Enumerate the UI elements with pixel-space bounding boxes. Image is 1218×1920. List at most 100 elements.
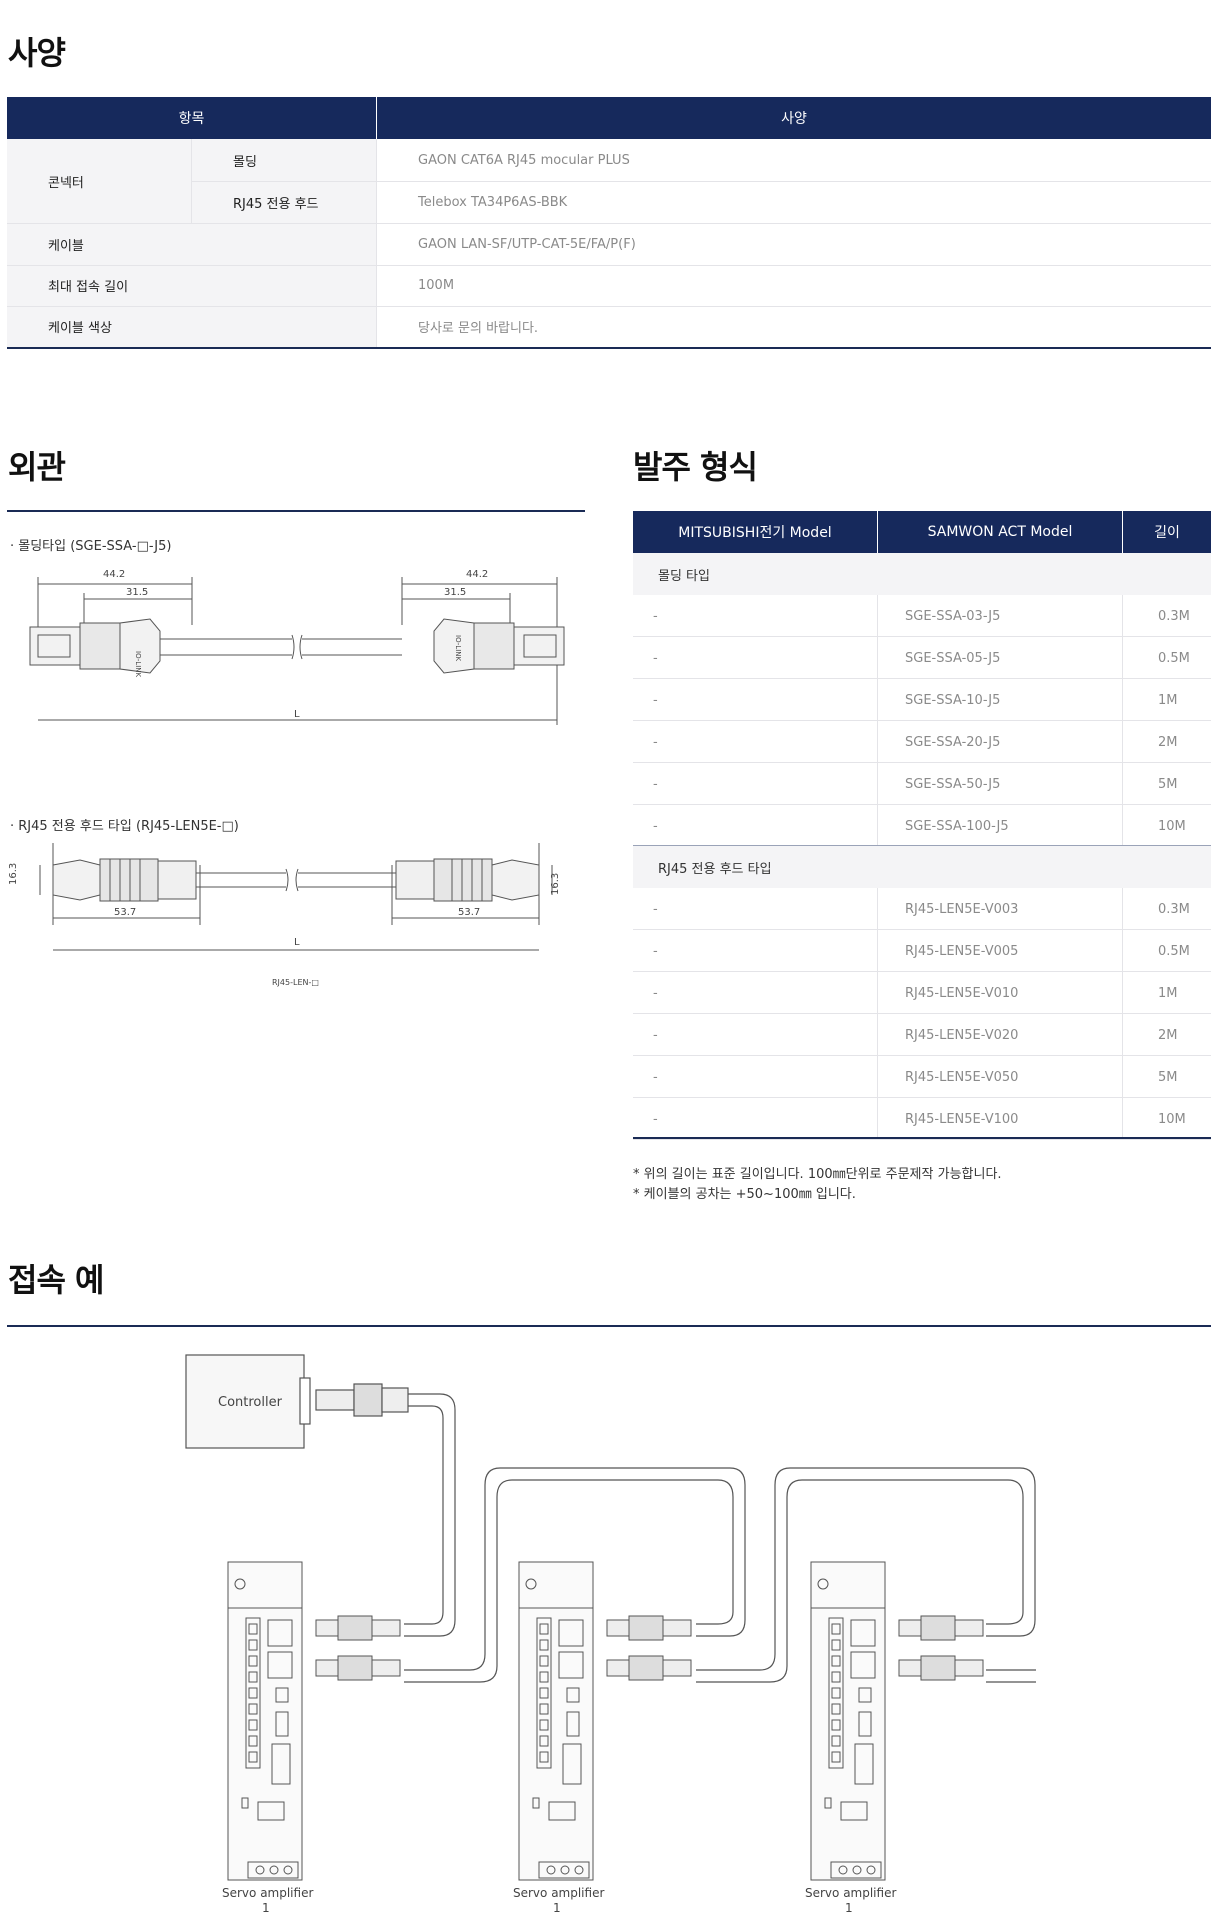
spec-header-item: 항목 bbox=[7, 97, 376, 139]
order-row: - RJ45-LEN5E-V010 1M bbox=[633, 972, 1211, 1014]
servo-amplifier bbox=[227, 1561, 401, 1881]
order-cell-length: 2M bbox=[1158, 1027, 1178, 1043]
servo-amplifier-number: 1 bbox=[262, 1901, 270, 1915]
dim-44-right: 44.2 bbox=[466, 569, 488, 580]
order-cell-length: 0.3M bbox=[1158, 608, 1190, 624]
servo-amplifier-number: 1 bbox=[553, 1901, 561, 1915]
order-cell-mitsubishi: - bbox=[653, 776, 658, 792]
order-row: - SGE-SSA-20-J5 2M bbox=[633, 721, 1211, 763]
order-group-molding: 몰딩 타입 bbox=[633, 553, 1211, 595]
order-cell-samwon: SGE-SSA-10-J5 bbox=[905, 692, 1001, 708]
order-cell-samwon: SGE-SSA-03-J5 bbox=[905, 608, 1001, 624]
hood-cable-drawing bbox=[39, 843, 553, 951]
servo-amplifier-number: 1 bbox=[845, 1901, 853, 1915]
order-cell-mitsubishi: - bbox=[653, 985, 658, 1001]
order-cell-length: 2M bbox=[1158, 734, 1178, 750]
order-header-mitsubishi: MITSUBISHI전기 Model bbox=[633, 511, 877, 553]
servo-amplifier bbox=[810, 1561, 984, 1881]
dim-16-right: 16.3 bbox=[550, 873, 561, 895]
spec-value-color: 당사로 문의 바랍니다. bbox=[418, 321, 539, 336]
order-note-1: * 위의 길이는 표준 길이입니다. 100㎜단위로 주문제작 가능합니다. bbox=[633, 1167, 1002, 1182]
order-cell-mitsubishi: - bbox=[653, 818, 658, 834]
servo-amplifier-label: Servo amplifier bbox=[513, 1886, 604, 1900]
spec-value-molding: GAON CAT6A RJ45 mocular PLUS bbox=[418, 152, 630, 168]
order-cell-mitsubishi: - bbox=[653, 1111, 658, 1127]
servo-amplifier-label: Servo amplifier bbox=[805, 1886, 896, 1900]
order-cell-mitsubishi: - bbox=[653, 650, 658, 666]
order-cell-samwon: RJ45-LEN5E-V010 bbox=[905, 985, 1019, 1001]
order-header-length: 길이 bbox=[1123, 511, 1211, 553]
order-row: - SGE-SSA-100-J5 10M bbox=[633, 805, 1211, 847]
servo-amplifier bbox=[518, 1561, 692, 1881]
order-group-hood: RJ45 전용 후드 타입 bbox=[633, 846, 1211, 888]
order-row: - SGE-SSA-10-J5 1M bbox=[633, 679, 1211, 721]
order-cell-samwon: SGE-SSA-50-J5 bbox=[905, 776, 1001, 792]
spec-title: 사양 bbox=[8, 34, 66, 72]
spec-label-connector: 콘넥터 bbox=[48, 175, 84, 191]
order-cell-length: 0.5M bbox=[1158, 650, 1190, 666]
order-cell-samwon: SGE-SSA-20-J5 bbox=[905, 734, 1001, 750]
dim-53-right: 53.7 bbox=[458, 907, 480, 918]
order-cell-samwon: RJ45-LEN5E-V100 bbox=[905, 1111, 1019, 1127]
order-cell-length: 5M bbox=[1158, 1069, 1178, 1085]
spec-label-color: 케이블 색상 bbox=[48, 321, 112, 336]
order-note-2: * 케이블의 공차는 +50~100㎜ 입니다. bbox=[633, 1187, 856, 1202]
order-header-samwon: SAMWON ACT Model bbox=[878, 511, 1122, 553]
order-row: - RJ45-LEN5E-V050 5M bbox=[633, 1056, 1211, 1098]
order-cell-samwon: RJ45-LEN5E-V003 bbox=[905, 901, 1019, 917]
order-row: - RJ45-LEN5E-V005 0.5M bbox=[633, 930, 1211, 972]
dim-31-left: 31.5 bbox=[126, 587, 148, 598]
appearance-type1-label: · 몰딩타입 (SGE-SSA-□-J5) bbox=[10, 539, 172, 554]
order-row: - RJ45-LEN5E-V100 10M bbox=[633, 1098, 1211, 1140]
controller-box bbox=[185, 1354, 305, 1449]
order-cell-length: 0.3M bbox=[1158, 901, 1190, 917]
appearance-drawings: 44.2 31.5 44.2 31.5 L IO-LINK IO-LINK 53… bbox=[8, 569, 565, 987]
dim-31-right: 31.5 bbox=[444, 587, 466, 598]
order-cell-length: 10M bbox=[1158, 818, 1186, 834]
order-cell-mitsubishi: - bbox=[653, 692, 658, 708]
controller-label: Controller bbox=[218, 1395, 283, 1410]
order-cell-samwon: RJ45-LEN5E-V005 bbox=[905, 943, 1019, 959]
servo-amplifier-label: Servo amplifier bbox=[222, 1886, 313, 1900]
order-cell-samwon: RJ45-LEN5E-V020 bbox=[905, 1027, 1019, 1043]
order-title: 발주 형식 bbox=[633, 448, 758, 486]
order-cell-length: 10M bbox=[1158, 1111, 1186, 1127]
order-cell-mitsubishi: - bbox=[653, 608, 658, 624]
spec-label-maxlen: 최대 접속 길이 bbox=[48, 280, 129, 295]
hood-part-caption: RJ45-LEN-□ bbox=[272, 978, 319, 987]
molding-logo-left: IO-LINK bbox=[134, 651, 142, 677]
order-cell-length: 5M bbox=[1158, 776, 1178, 792]
appearance-type2-label: · RJ45 전용 후드 타입 (RJ45-LEN5E-□) bbox=[10, 819, 239, 834]
order-cell-mitsubishi: - bbox=[653, 901, 658, 917]
molding-cable-drawing bbox=[29, 577, 565, 725]
order-row: - RJ45-LEN5E-V003 0.3M bbox=[633, 888, 1211, 930]
spec-label-hood: RJ45 전용 후드 bbox=[233, 196, 319, 212]
appearance-title: 외관 bbox=[8, 448, 66, 486]
order-cell-mitsubishi: - bbox=[653, 734, 658, 750]
order-cell-samwon: RJ45-LEN5E-V050 bbox=[905, 1069, 1019, 1085]
dim-16-left: 16.3 bbox=[8, 863, 19, 885]
order-row: - SGE-SSA-50-J5 5M bbox=[633, 763, 1211, 805]
spec-label-molding: 몰딩 bbox=[233, 154, 257, 170]
order-cell-mitsubishi: - bbox=[653, 1069, 658, 1085]
order-cell-length: 0.5M bbox=[1158, 943, 1190, 959]
order-cell-mitsubishi: - bbox=[653, 1027, 658, 1043]
spec-value-maxlen: 100M bbox=[418, 278, 455, 293]
molding-logo-right: IO-LINK bbox=[454, 635, 462, 661]
order-row: - SGE-SSA-03-J5 0.3M bbox=[633, 595, 1211, 637]
connection-title: 접속 예 bbox=[8, 1261, 104, 1299]
dim-53-left: 53.7 bbox=[114, 907, 136, 918]
order-cell-mitsubishi: - bbox=[653, 943, 658, 959]
order-cell-length: 1M bbox=[1158, 985, 1178, 1001]
order-row: - RJ45-LEN5E-V020 2M bbox=[633, 1014, 1211, 1056]
spec-value-cable: GAON LAN-SF/UTP-CAT-5E/FA/P(F) bbox=[418, 236, 636, 252]
order-cell-samwon: SGE-SSA-100-J5 bbox=[905, 818, 1009, 834]
spec-label-cable: 케이블 bbox=[48, 238, 84, 254]
spec-header-spec: 사양 bbox=[377, 97, 1211, 139]
dim-44-left: 44.2 bbox=[103, 569, 125, 580]
dim-L-molding: L bbox=[294, 709, 300, 720]
dim-L-hood: L bbox=[294, 937, 300, 948]
order-cell-length: 1M bbox=[1158, 692, 1178, 708]
